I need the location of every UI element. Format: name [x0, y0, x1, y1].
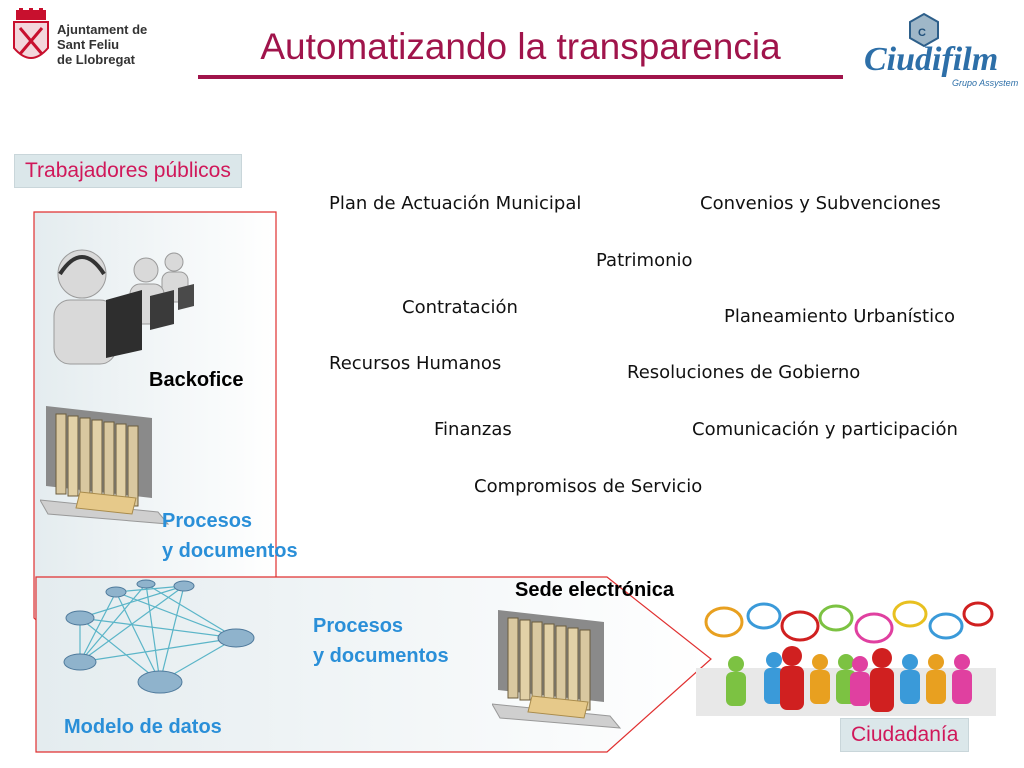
citizens-speech-bubbles-icon: [696, 600, 996, 716]
ciudifilm-wordmark: Ciudifilm: [864, 41, 998, 78]
documents-laptop-icon: [40, 406, 170, 525]
topic-planeamiento: Planeamiento Urbanístico: [724, 306, 955, 327]
page-title: Automatizando la transparencia: [260, 26, 781, 67]
processes-bottom-line1: Procesos: [313, 615, 404, 637]
citizens-label: Ciudadanía: [840, 718, 970, 752]
processes-bottom-label: Procesos y documentos: [313, 611, 449, 671]
processes-top-line1: Procesos: [162, 510, 253, 532]
call-center-workers-icon: [53, 249, 194, 365]
topic-patrimonio: Patrimonio: [596, 250, 693, 271]
processes-bottom-line2: y documentos: [313, 645, 449, 667]
ciudifilm-logo: C Ciudifilm Grupo Assystem: [862, 8, 1022, 94]
data-model-label: Modelo de datos: [64, 716, 222, 738]
topic-compromisos: Compromisos de Servicio: [474, 476, 703, 497]
ajuntament-name: Ajuntament de Sant Feliu de Llobregat: [57, 22, 148, 67]
backoffice-label: Backofice: [149, 369, 244, 391]
ciudifilm-subtitle: Grupo Assystem: [952, 78, 1019, 88]
topic-recursos-humanos: Recursos Humanos: [329, 353, 502, 374]
svg-text:C: C: [918, 27, 926, 39]
sede-electronica-label: Sede electrónica: [515, 579, 674, 601]
database-network-icon: [63, 579, 255, 694]
title-underline: [198, 75, 843, 79]
topic-resoluciones: Resoluciones de Gobierno: [627, 362, 861, 383]
topic-comunicacion: Comunicación y participación: [692, 419, 958, 440]
topic-contratacion: Contratación: [402, 297, 518, 318]
processes-top-line2: y documentos: [162, 540, 298, 562]
ciudifilm-cube-icon: C Ciudifilm Grupo Assystem: [864, 12, 1019, 88]
sede-documents-laptop-icon: [492, 610, 622, 729]
topic-finanzas: Finanzas: [434, 419, 512, 440]
ajuntament-crest-icon: [13, 8, 49, 59]
processes-top-label: Procesos y documentos: [162, 506, 298, 566]
topic-plan-actuacion: Plan de Actuación Municipal: [329, 193, 582, 214]
workers-label: Trabajadores públicos: [14, 154, 242, 188]
topic-convenios: Convenios y Subvenciones: [700, 193, 941, 214]
